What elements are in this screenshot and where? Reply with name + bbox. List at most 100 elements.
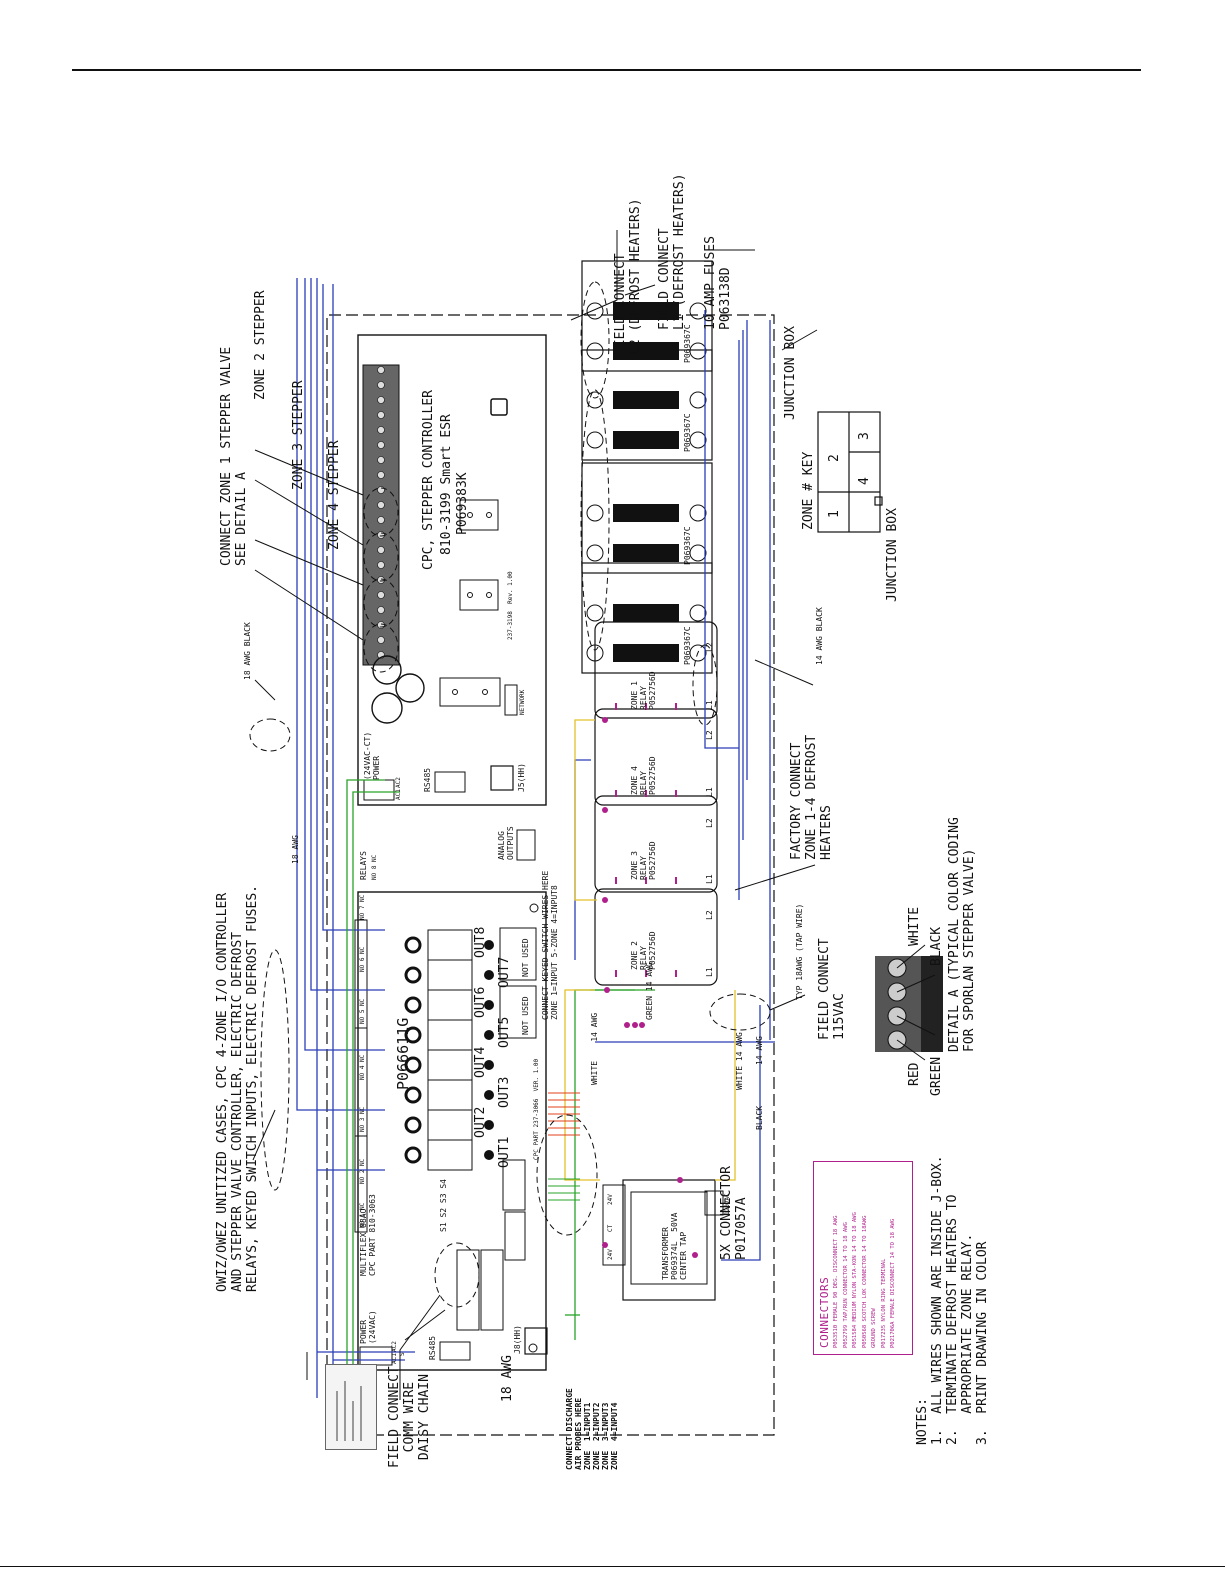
io-input-terminal — [502, 1159, 526, 1211]
zone-key — [817, 411, 883, 533]
io-output-label-8: OUT8 — [473, 926, 488, 958]
io-jack — [524, 1327, 548, 1355]
connectors-title: CONNECTORS — [818, 1276, 831, 1348]
io-output-label-4: OUT4 — [473, 1046, 488, 1078]
fuse-ovals — [580, 281, 610, 651]
io-sensor-select: S1 S2 S3 S4 — [439, 1179, 448, 1232]
stepper-network-dip — [504, 684, 518, 716]
transformer-body — [622, 1179, 716, 1301]
stepper-rs485: RS485 — [423, 767, 432, 792]
io-not-used-1: NOT USED — [521, 996, 530, 1035]
io-relays-label: RELAYS — [359, 851, 368, 880]
zone-key-title: ZONE # KEY — [801, 451, 816, 530]
green-probe-wires — [548, 1178, 580, 1201]
io-input-terminal-2 — [504, 1211, 526, 1261]
discharge-probes-note: CONNECT DISCHARGE AIR PROBES HERE ZONE 1… — [565, 1388, 619, 1470]
header-rule — [72, 69, 1141, 71]
stepper-power-terminal — [363, 779, 395, 801]
io-mount-hole — [529, 903, 539, 913]
awg18-black-callout: 18 AWG BLACK — [243, 622, 252, 680]
typ-tap-callout: TYP 18AWG (TAP WIRE) — [795, 903, 804, 1000]
stepper-terminal-screws — [377, 366, 385, 659]
connector-item: GROUND SCREW — [871, 1308, 877, 1348]
stepper-zone-ovals — [363, 487, 399, 673]
io-nc-3: NO 3 NC — [359, 1106, 366, 1132]
fuse-part-3: P069367C — [683, 413, 692, 452]
relay-label-zone4: ZONE 4 RELAY P052756D — [630, 756, 657, 795]
transformer-120-tap — [704, 1190, 724, 1216]
connector-item: P021706A FEMALE DISCONNECT 14 TO 18 AWG — [890, 1218, 896, 1348]
io-analog-outputs — [516, 829, 536, 861]
defrost-relays — [594, 621, 718, 986]
io-nc-2: NO 2 NC — [359, 1158, 366, 1184]
detail-a-green: GREEN — [929, 1056, 944, 1096]
stepper-ac2: AC2 — [395, 777, 402, 788]
io-jack-label: J8(HH) — [513, 1325, 522, 1354]
fuse-holders — [581, 260, 713, 674]
leader-lines — [252, 230, 818, 1400]
io-dip-switch-2 — [480, 1249, 504, 1331]
awg18-bottom-label: 18 AWG — [500, 1355, 515, 1402]
io-nc-1: NO 1 NC — [359, 1202, 366, 1228]
footer-rule — [0, 1566, 1225, 1567]
io-mount-hole-2 — [528, 1343, 538, 1353]
stepper-ac1: AC1 — [395, 789, 402, 800]
io-output-label-1: OUT1 — [497, 1136, 512, 1168]
stepper-chips — [439, 499, 501, 707]
stepper-jack — [490, 765, 514, 791]
io-nc-7: NO 7 NC — [359, 894, 366, 920]
transformer-core — [630, 1191, 708, 1285]
title-note: OWIZ/OWEZ UNITIZED CASES, CPC 4-ZONE I/O… — [215, 885, 260, 1292]
stepper-terminal-strip — [362, 364, 400, 666]
field-l2-callout: FIELD CONNECT L2 (DEFROST HEATERS) — [613, 198, 643, 355]
relay-label-zone2: ZONE 2 RELAY P052756D — [630, 931, 657, 970]
connector-item: P051584 MEDIUM NYLON STA-KON 14 TO 18 AW… — [852, 1212, 858, 1348]
connectors-legend: CONNECTORS P053510 FEMALE 90 DEG. DISCON… — [813, 1161, 913, 1355]
connector-item: P052799 TAP/RUN CONNECTOR 14 TO 18 AWG — [842, 1222, 849, 1348]
transformer-taps — [602, 1184, 626, 1266]
wiring-diagram-svg — [249, 230, 943, 1436]
io-power-label: POWER (24VAC) — [359, 1310, 377, 1344]
junction-box-outline — [326, 314, 775, 1436]
notes: NOTES: 1. ALL WIRES SHOWN ARE INSIDE J-B… — [915, 1155, 990, 1445]
stepper-model: 810-3199 Smart ESR — [439, 414, 454, 555]
relay-l1-1: L1 — [705, 967, 714, 977]
awg14-label: 14 AWG — [755, 1036, 764, 1065]
zone-key-1: 1 — [827, 510, 842, 518]
field-l1-callout: FIELD CONNECT L1 (DEFROST HEATERS) — [657, 173, 687, 330]
stepper-jack: J5(HH) — [517, 763, 526, 792]
relay-l1-2: L1 — [705, 874, 714, 884]
awg18-callout: 18 AWG — [291, 835, 300, 864]
io-board-part: P066611G — [394, 1017, 412, 1090]
transformer-label: TRANSFORMER P069374L 50VA CENTER TAP — [661, 1212, 688, 1280]
zone-key-4: 4 — [857, 477, 872, 485]
stepper-name: CPC, STEPPER CONTROLLER — [421, 389, 436, 570]
relay-l2-1: L2 — [705, 910, 714, 920]
fuse-clips — [586, 302, 707, 662]
detail-a-block — [875, 944, 943, 1061]
zone1-stepper-callout: CONNECT ZONE 1 STEPPER VALVE SEE DETAIL … — [219, 346, 249, 566]
io-output-leds — [484, 940, 494, 1160]
io-output-label-2: OUT2 — [473, 1106, 488, 1138]
field-115-callout: FIELD CONNECT 115VAC — [817, 938, 847, 1040]
fuse-part-4: P069367C — [683, 324, 692, 363]
io-not-used-boxes — [499, 927, 537, 1039]
junction-box-callout: JUNCTION BOX — [783, 326, 798, 420]
bundle-ovals — [249, 644, 771, 1308]
relay-l1-4: L1 — [705, 700, 714, 710]
stepper-square-mark — [490, 398, 508, 416]
stepper-rs485-terminal — [434, 771, 466, 793]
white14b-label: WHITE 14 AWG — [590, 1012, 599, 1085]
io-rs485-label: RS485 — [428, 1335, 437, 1360]
relay-label-zone3: ZONE 3 RELAY P052756D — [630, 841, 657, 880]
transformer-tap-2: CT — [607, 1224, 614, 1232]
detail-a-black: BLACK — [929, 926, 944, 966]
magenta-nodes — [602, 717, 698, 1258]
zone-key-2: 2 — [827, 454, 842, 462]
zone3-stepper-callout: ZONE 3 STEPPER — [291, 380, 306, 490]
factory-connect-callout: FACTORY CONNECT ZONE 1-4 DEFROST HEATERS — [789, 734, 834, 860]
red-probe-wires — [548, 1092, 580, 1136]
io-rs485-terminal — [439, 1341, 471, 1361]
relay-l1-3: L1 — [705, 787, 714, 797]
fuse-bodies — [613, 302, 679, 662]
